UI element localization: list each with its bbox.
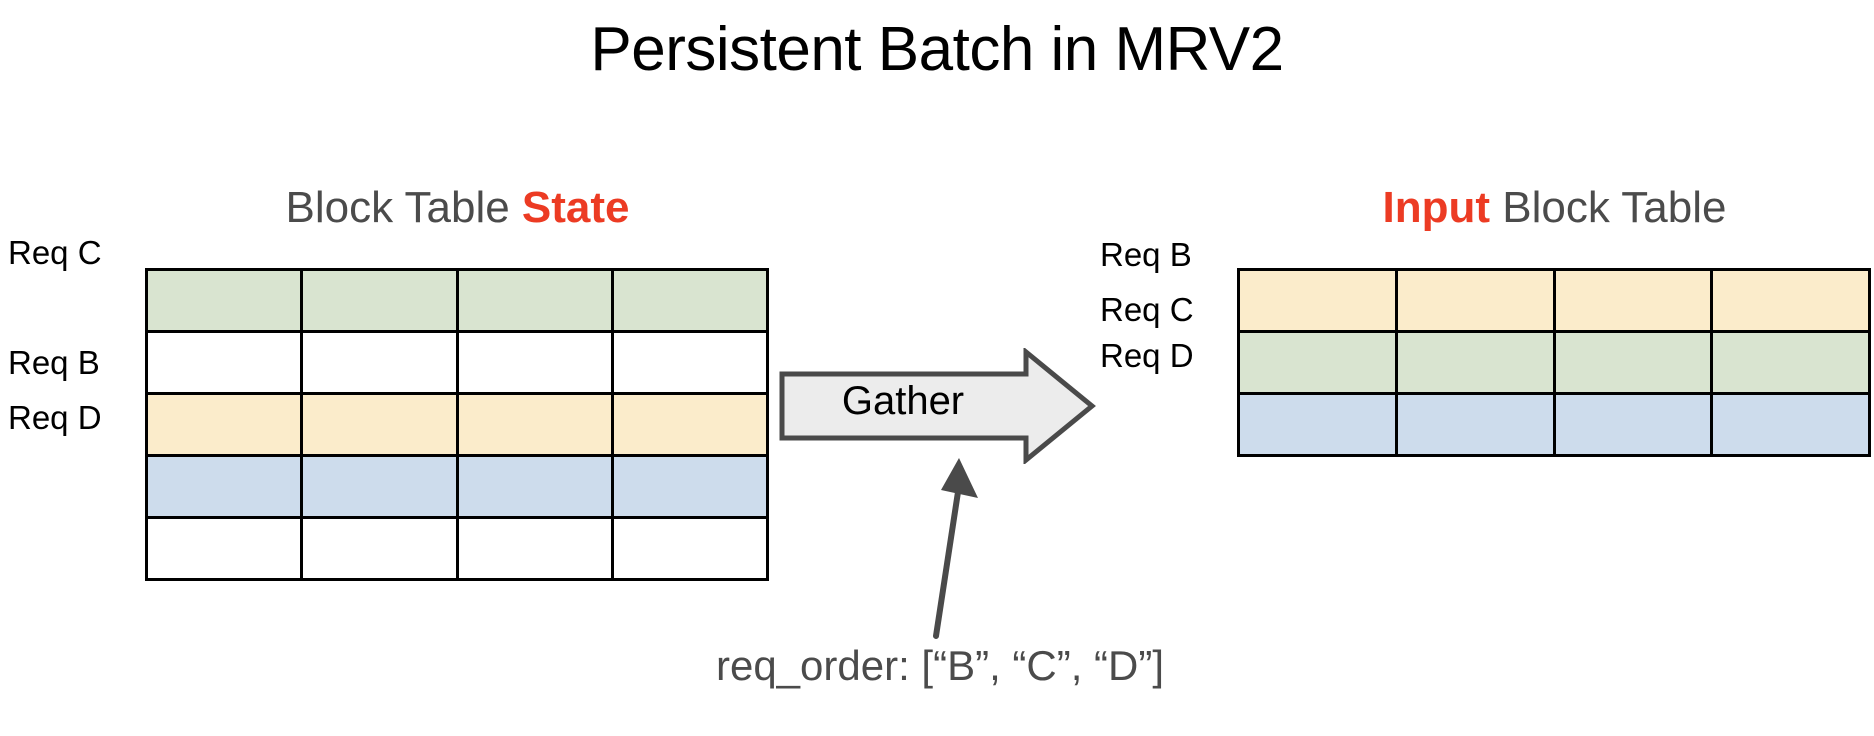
input-cell-r0c2	[1552, 268, 1714, 333]
input-heading-accent: Input	[1382, 183, 1491, 232]
table-row	[144, 454, 770, 519]
state-cell-r3c0	[144, 454, 304, 519]
state-cell-r0c1	[300, 268, 459, 333]
table-row	[144, 268, 770, 333]
input-cell-r0c3	[1710, 268, 1871, 333]
state-row-label-req-d: Req D	[8, 399, 102, 436]
table-row	[144, 392, 770, 457]
input-cell-r2c2	[1552, 392, 1714, 457]
state-cell-r4c2	[455, 516, 614, 581]
table-row	[1237, 392, 1871, 457]
input-row-label-req-b: Req B	[1100, 236, 1192, 273]
state-cell-r4c0	[144, 516, 304, 581]
state-heading-plain: Block Table	[285, 183, 522, 232]
state-cell-r2c0	[144, 392, 304, 457]
input-heading-plain: Block Table	[1490, 183, 1727, 232]
state-cell-r3c1	[300, 454, 459, 519]
table-row	[1237, 330, 1871, 395]
state-cell-r2c3	[610, 392, 770, 457]
state-cell-r0c3	[610, 268, 770, 333]
input-cell-r1c0	[1237, 330, 1398, 395]
table-row	[144, 330, 770, 395]
input-cell-r1c1	[1394, 330, 1556, 395]
state-cell-r0c2	[455, 268, 614, 333]
page-title: Persistent Batch in MRV2	[590, 15, 1284, 84]
state-cell-r1c0	[144, 330, 304, 395]
input-cell-r1c2	[1552, 330, 1714, 395]
input-cell-r1c3	[1710, 330, 1871, 395]
input-cell-r2c3	[1710, 392, 1871, 457]
req-order-caption: req_order: [“B”, “C”, “D”]	[715, 642, 1165, 689]
state-cell-r3c3	[610, 454, 770, 519]
input-cell-r0c0	[1237, 268, 1398, 333]
state-row-label-req-b: Req B	[8, 344, 100, 381]
state-cell-r1c3	[610, 330, 770, 395]
input-row-label-req-c: Req C	[1100, 291, 1194, 328]
table-row	[144, 516, 770, 581]
gather-arrow-icon	[779, 348, 1096, 464]
input-cell-r2c1	[1394, 392, 1556, 457]
state-table-heading: Block Table State	[145, 182, 770, 234]
state-row-label-req-c: Req C	[8, 234, 102, 271]
state-cell-r4c3	[610, 516, 770, 581]
state-cell-r1c1	[300, 330, 459, 395]
state-cell-r2c2	[455, 392, 614, 457]
callout-arrow-icon	[933, 458, 978, 639]
block-table-state	[144, 268, 770, 581]
state-cell-r2c1	[300, 392, 459, 457]
gather-label: Gather	[841, 379, 965, 423]
input-cell-r0c1	[1394, 268, 1556, 333]
state-cell-r3c2	[455, 454, 614, 519]
state-cell-r1c2	[455, 330, 614, 395]
input-row-label-req-d: Req D	[1100, 337, 1194, 374]
table-row	[1237, 268, 1871, 333]
input-cell-r2c0	[1237, 392, 1398, 457]
input-block-table	[1237, 268, 1871, 457]
state-heading-accent: State	[521, 183, 630, 232]
input-table-heading: Input Block Table	[1237, 182, 1872, 234]
state-cell-r4c1	[300, 516, 459, 581]
state-cell-r0c0	[144, 268, 304, 333]
